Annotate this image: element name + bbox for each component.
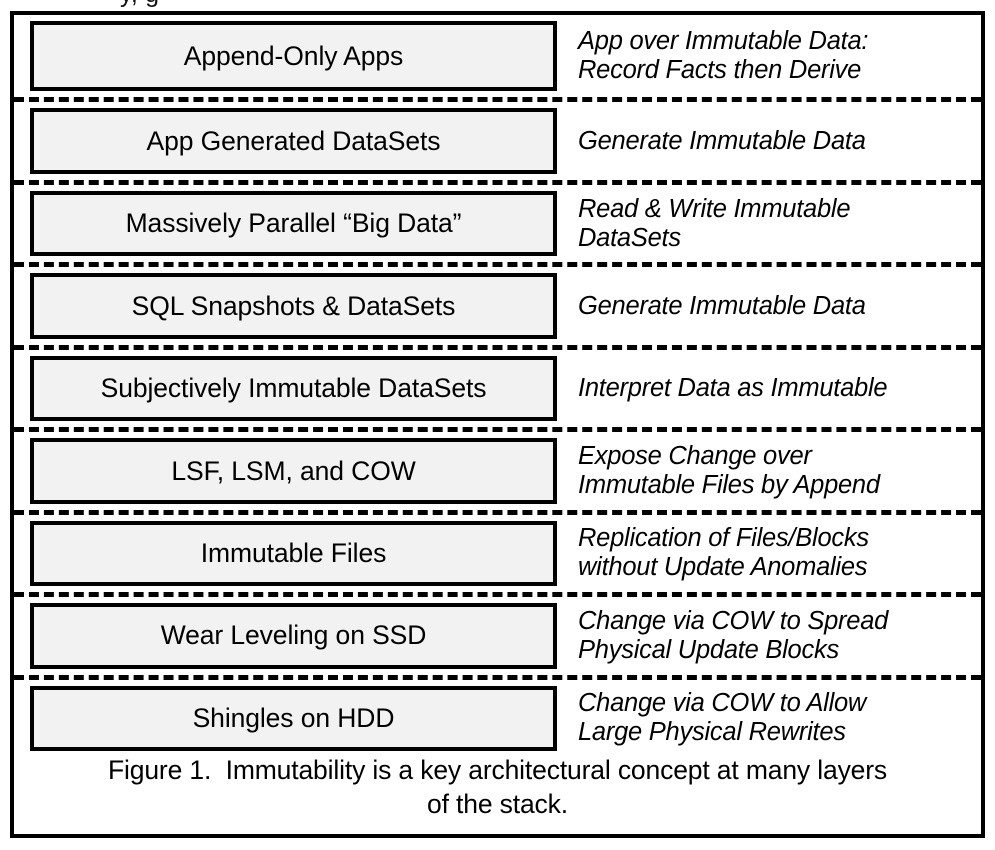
layer-description-cell: Generate Immutable Data: [567, 267, 981, 344]
layer-description-line: Change via COW to Spread: [578, 606, 889, 635]
layer-box-label: Massively Parallel “Big Data”: [125, 208, 462, 239]
layer-box-cell: Massively Parallel “Big Data”: [14, 185, 567, 262]
figure-caption-line: of the stack.: [427, 789, 568, 820]
layer-box-label: Wear Leveling on SSD: [160, 620, 427, 651]
layer-description-line: Replication of Files/Blocks: [578, 524, 869, 553]
layer-row: Massively Parallel “Big Data” Read & Wri…: [14, 179, 981, 262]
layer-description: Interpret Data as Immutable: [578, 373, 888, 403]
layer-box-sql-snapshots-datasets[interactable]: SQL Snapshots & DataSets: [30, 273, 557, 339]
layer-description-line: Interpret Data as Immutable: [578, 373, 888, 402]
layer-box-wear-leveling-on-ssd[interactable]: Wear Leveling on SSD: [30, 603, 557, 669]
layer-box-append-only-apps[interactable]: Append-Only Apps: [30, 21, 557, 92]
immutability-layer-stack: Append-Only Apps App over Immutable Data…: [14, 15, 981, 757]
layer-description-cell: Change via COW to Spread Physical Update…: [567, 597, 981, 674]
layer-description-line: Physical Update Blocks: [578, 635, 839, 664]
layer-description-line: Read & Write Immutable: [578, 194, 851, 223]
page-text-bleed: y, g: [0, 0, 995, 11]
layer-description-cell: Change via COW to Allow Large Physical R…: [567, 680, 981, 757]
layer-box-immutable-files[interactable]: Immutable Files: [30, 520, 557, 587]
figure-caption: Figure 1. Immutability is a key architec…: [14, 749, 981, 834]
layer-description-cell: Replication of Files/Blocks without Upda…: [567, 515, 981, 592]
layer-description-cell: Read & Write Immutable DataSets: [567, 185, 981, 262]
layer-row: SQL Snapshots & DataSets Generate Immuta…: [14, 262, 981, 344]
layer-box-massively-parallel-big-data[interactable]: Massively Parallel “Big Data”: [30, 190, 557, 257]
layer-description-line: Change via COW to Allow: [578, 689, 867, 718]
layer-box-label: LSF, LSM, and COW: [171, 455, 416, 486]
layer-description-line: Generate Immutable Data: [578, 291, 866, 320]
layer-description: Expose Change over Immutable Files by Ap…: [578, 442, 880, 500]
layer-description-line: without Update Anomalies: [578, 553, 868, 582]
layer-box-cell: Wear Leveling on SSD: [14, 597, 567, 674]
layer-box-label: Append-Only Apps: [183, 40, 404, 71]
layer-row: Wear Leveling on SSD Change via COW to S…: [14, 592, 981, 674]
layer-box-app-generated-datasets[interactable]: App Generated DataSets: [30, 108, 557, 174]
layer-description-line: Immutable Files by Append: [578, 470, 880, 499]
layer-description-cell: App over Immutable Data: Record Facts th…: [567, 15, 981, 97]
layer-description-line: Record Facts then Derive: [578, 56, 862, 85]
layer-row: Shingles on HDD Change via COW to Allow …: [14, 674, 981, 757]
layer-description: Replication of Files/Blocks without Upda…: [578, 524, 869, 582]
layer-description-cell: Expose Change over Immutable Files by Ap…: [567, 432, 981, 509]
layer-row: LSF, LSM, and COW Expose Change over Imm…: [14, 427, 981, 509]
figure-frame: Append-Only Apps App over Immutable Data…: [10, 11, 985, 838]
layer-description-cell: Interpret Data as Immutable: [567, 350, 981, 427]
layer-description: Generate Immutable Data: [578, 127, 866, 156]
layer-box-subjectively-immutable-datasets[interactable]: Subjectively Immutable DataSets: [30, 355, 557, 422]
layer-description: Change via COW to Allow Large Physical R…: [578, 689, 866, 747]
layer-box-label: App Generated DataSets: [146, 125, 441, 156]
layer-row: Append-Only Apps App over Immutable Data…: [14, 15, 981, 97]
layer-row: Immutable Files Replication of Files/Blo…: [14, 509, 981, 592]
layer-description: Change via COW to Spread Physical Update…: [578, 607, 888, 665]
layer-description-line: Generate Immutable Data: [578, 126, 866, 155]
page-bleed-text: y, g: [120, 0, 159, 9]
layer-box-cell: Immutable Files: [14, 515, 567, 592]
layer-box-cell: App Generated DataSets: [14, 102, 567, 179]
layer-description-line: DataSets: [578, 223, 681, 252]
layer-row: Subjectively Immutable DataSets Interpre…: [14, 344, 981, 427]
layer-row: App Generated DataSets Generate Immutabl…: [14, 97, 981, 179]
layer-description: App over Immutable Data: Record Facts th…: [578, 27, 868, 85]
layer-description-line: Expose Change over: [578, 441, 812, 470]
layer-description-line: App over Immutable Data:: [578, 27, 869, 56]
layer-box-cell: Append-Only Apps: [14, 15, 567, 97]
layer-description: Read & Write Immutable DataSets: [578, 194, 851, 253]
figure-caption-line: Figure 1. Immutability is a key architec…: [107, 755, 888, 785]
layer-box-shingles-on-hdd[interactable]: Shingles on HDD: [30, 685, 557, 751]
layer-box-cell: LSF, LSM, and COW: [14, 432, 567, 509]
layer-box-lsf-lsm-cow[interactable]: LSF, LSM, and COW: [30, 438, 557, 504]
layer-box-label: Immutable Files: [200, 537, 387, 568]
layer-description-cell: Generate Immutable Data: [567, 102, 981, 179]
layer-box-cell: Subjectively Immutable DataSets: [14, 350, 567, 427]
layer-description: Generate Immutable Data: [578, 292, 866, 321]
layer-box-label: SQL Snapshots & DataSets: [131, 290, 456, 321]
layer-box-cell: SQL Snapshots & DataSets: [14, 267, 567, 344]
layer-description-line: Large Physical Rewrites: [578, 718, 846, 747]
layer-box-label: Shingles on HDD: [192, 702, 395, 733]
layer-box-label: Subjectively Immutable DataSets: [100, 373, 487, 404]
layer-box-cell: Shingles on HDD: [14, 680, 567, 757]
